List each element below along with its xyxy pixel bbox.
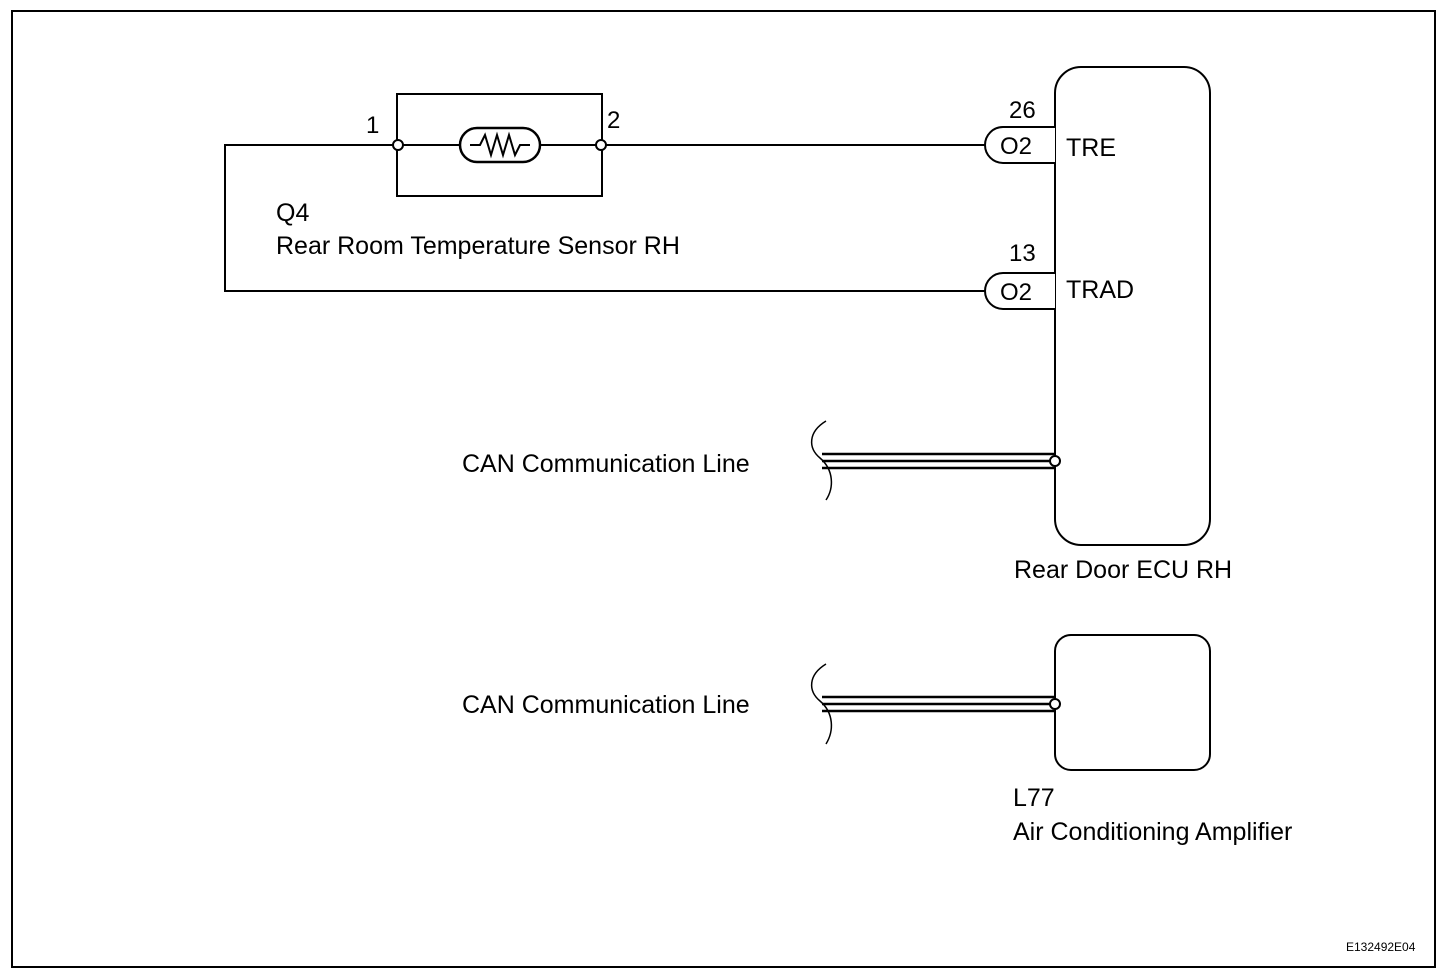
ecu-connector-code: O2	[1000, 133, 1032, 160]
can-label: CAN Communication Line	[462, 691, 750, 719]
diagram-frame	[11, 10, 1436, 968]
sensor-name: Rear Room Temperature Sensor RH	[276, 232, 680, 260]
amplifier-code: L77	[1013, 784, 1055, 812]
ecu-pin-number: 26	[1009, 97, 1036, 124]
connector-shape	[984, 272, 1055, 310]
resistor-zigzag	[470, 131, 530, 159]
can-label: CAN Communication Line	[462, 450, 750, 478]
temperature-sensor: 1 2 Q4 Rear Room Temperature Sensor RH	[276, 93, 680, 260]
sensor-pin-left: 1	[366, 112, 379, 139]
sensor-code: Q4	[276, 199, 309, 227]
amplifier-name: Air Conditioning Amplifier	[1013, 818, 1292, 846]
rear-door-ecu: 26 O2 TRE 13 O2 TRAD CAN Communication L…	[462, 66, 1232, 584]
sensor-pin-right: 2	[607, 107, 620, 134]
figure-id: E132492E04	[1346, 940, 1416, 954]
ecu-signal-name: TRAD	[1066, 276, 1134, 304]
wire-trad	[224, 144, 985, 292]
ac-amplifier: CAN Communication Line L77 Air Condition…	[462, 634, 1292, 846]
cable-break-mark	[811, 420, 833, 501]
can-terminal	[1049, 698, 1061, 710]
ecu-pin-number: 13	[1009, 240, 1036, 267]
amplifier-body	[1054, 634, 1211, 771]
ecu-connector-code: O2	[1000, 279, 1032, 306]
connector-shape	[984, 126, 1055, 164]
sensor-pin-2-terminal	[595, 139, 607, 151]
can-bus-line	[811, 663, 1061, 745]
cable-break-mark	[811, 663, 833, 745]
ecu-signal-name: TRE	[1066, 134, 1116, 162]
can-bus-line	[811, 420, 1061, 501]
sensor-pin-1-terminal	[392, 139, 404, 151]
ecu-name: Rear Door ECU RH	[1014, 556, 1232, 584]
can-terminal	[1049, 455, 1061, 467]
